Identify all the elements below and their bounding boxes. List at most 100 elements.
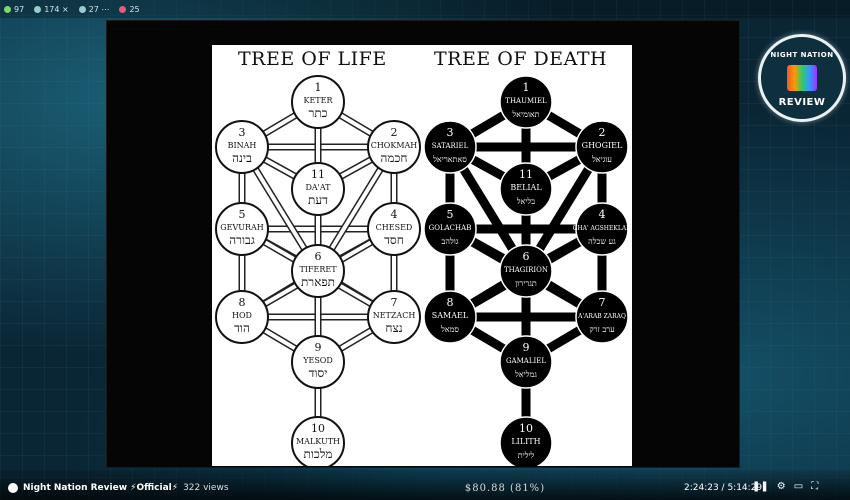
death-sephira-hebrew: ערב זרק xyxy=(589,325,615,334)
leaf-icon xyxy=(4,5,11,13)
chat-icon xyxy=(78,5,86,13)
life-sephira-name: NETZACH xyxy=(373,311,416,320)
life-sephira-hebrew: יסוד xyxy=(309,366,328,380)
life-sephira-number: 8 xyxy=(239,296,246,309)
life-sephira-hebrew: תפארת xyxy=(301,275,335,289)
tree-of-life-title: TREE OF LIFE xyxy=(238,48,387,70)
death-sephira-circle xyxy=(575,290,629,344)
stat-likes: 97 xyxy=(4,5,24,14)
death-sephira-name: GOLACHAB xyxy=(429,224,472,232)
player-bottom-bar xyxy=(0,470,850,500)
life-sephira-circle xyxy=(215,120,269,174)
life-sephira-hebrew: מלכות xyxy=(304,447,333,461)
death-sephira-circle xyxy=(575,120,629,174)
life-sephira-number: 1 xyxy=(315,81,322,94)
death-sephira-circle xyxy=(423,290,477,344)
death-sephira-hebrew: סאתאריאל xyxy=(432,155,467,164)
pause-icon[interactable]: ❚❚ xyxy=(752,481,769,492)
stat-chat: 27 ⋯ xyxy=(78,5,109,14)
life-sephira-hebrew: גבורה xyxy=(229,233,255,247)
death-sephira-hebrew: תאומיאל xyxy=(511,110,539,119)
life-sephira-circle xyxy=(367,202,421,256)
stat-viewers: 174 × xyxy=(34,5,69,14)
death-sephira-number: 5 xyxy=(447,208,454,221)
life-sephira-hebrew: חכמה xyxy=(381,151,408,165)
death-sephira-name: BELIAL xyxy=(510,183,542,192)
life-sephira-number: 7 xyxy=(391,296,398,309)
death-sephira-name: LILITH xyxy=(511,437,540,446)
user-icon xyxy=(34,5,42,13)
life-sephira-circle xyxy=(291,244,345,298)
death-sephira-hebrew: תגרירון xyxy=(515,279,537,288)
life-sephira-circle xyxy=(291,162,345,216)
death-sephira-number: 11 xyxy=(519,168,533,181)
life-sephira-circle xyxy=(291,416,345,466)
avatar[interactable] xyxy=(8,483,18,493)
death-sephira-circle xyxy=(499,162,553,216)
death-sephira-hebrew: גע שכלה xyxy=(588,237,616,246)
life-sephira-number: 5 xyxy=(239,208,246,221)
death-sephira-name: GHOGIEL xyxy=(582,141,623,150)
death-sephira-number: 3 xyxy=(447,126,454,139)
death-sephira-number: 2 xyxy=(599,126,606,139)
life-sephira-name: KETER xyxy=(303,96,333,105)
life-sephira-circle xyxy=(215,202,269,256)
fullscreen-icon[interactable]: ⛶ xyxy=(811,481,819,492)
death-sephira-hebrew: לילית xyxy=(518,451,535,460)
death-sephira-name: GHA' AGSHEKLAH xyxy=(573,225,632,232)
life-sephira-circle xyxy=(367,120,421,174)
death-sephira-circle xyxy=(499,335,553,389)
life-sephira-hebrew: נצח xyxy=(385,321,402,335)
life-sephira-circle xyxy=(291,335,345,389)
death-sephira-circle xyxy=(499,244,553,298)
player-controls: ❚❚ ⚙ ▭ ⛶ xyxy=(752,481,818,492)
death-sephira-hebrew: בליאל xyxy=(516,197,535,206)
tv-icon xyxy=(787,65,817,91)
channel-logo: NIGHT NATION REVIEW xyxy=(758,34,846,122)
channel-info[interactable]: Night Nation Review ⚡Official⚡ 322 views xyxy=(8,483,229,493)
channel-name[interactable]: Night Nation Review ⚡Official⚡ xyxy=(23,483,179,493)
death-sephira-number: 7 xyxy=(599,296,606,309)
death-sephira-name: SAMAEL xyxy=(432,311,469,320)
death-sephira-hebrew: גולהב xyxy=(442,237,459,246)
death-sephira-number: 10 xyxy=(519,422,533,435)
life-sephira-number: 10 xyxy=(311,422,325,435)
death-sephira-7: 7A'ARAB ZARAQ ערב זרק xyxy=(575,290,629,344)
stat-gifts: 25 xyxy=(119,5,140,14)
life-sephira-name: BINAH xyxy=(228,141,257,150)
death-sephira-number: 8 xyxy=(447,296,454,309)
death-sephira-hebrew: גמליאל xyxy=(514,370,537,379)
life-sephira-name: CHESED xyxy=(376,223,413,232)
life-sephira-name: TIFERET xyxy=(299,265,337,274)
life-sephira-number: 2 xyxy=(391,126,398,139)
death-sephira-circle xyxy=(499,416,553,466)
life-sephira-hebrew: כתר xyxy=(308,106,327,120)
life-sephira-name: MALKUTH xyxy=(296,437,340,446)
death-sephira-name: THAGIRION xyxy=(504,266,548,274)
life-sephira-number: 4 xyxy=(391,208,398,221)
death-sephira-name: A'ARAB ZARAQ xyxy=(577,313,626,320)
life-sephira-name: GEVURAH xyxy=(220,223,264,232)
life-sephira-hebrew: הוד xyxy=(234,321,250,335)
view-count: 322 views xyxy=(183,483,229,493)
settings-icon[interactable]: ⚙ xyxy=(776,481,786,492)
theater-icon[interactable]: ▭ xyxy=(793,481,804,492)
death-sephira-circle xyxy=(575,202,629,256)
life-sephira-hebrew: חסד xyxy=(384,233,404,247)
stream-stats-bar: 97 174 × 27 ⋯ 25 xyxy=(0,0,850,18)
life-sephira-name: DA'AT xyxy=(305,183,331,192)
death-sephira-circle xyxy=(423,202,477,256)
price-readout: $80.88 (81%) xyxy=(464,483,546,494)
